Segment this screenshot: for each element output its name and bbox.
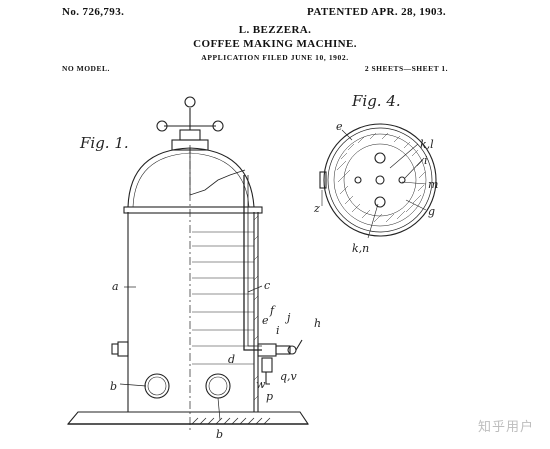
base-hatching	[191, 417, 271, 425]
label-h: h	[314, 317, 321, 330]
label-p: p	[266, 390, 273, 403]
patent-date: PATENTED APR. 28, 1903.	[307, 6, 446, 18]
label-i: i	[276, 324, 280, 337]
fig4-label-g: g	[428, 205, 435, 218]
label-j: j	[284, 311, 291, 324]
fig4-label-m: m	[428, 178, 438, 191]
application-filed: APPLICATION FILED JUNE 10, 1902.	[201, 53, 349, 62]
label-qv: q,v	[280, 370, 298, 383]
label-d: d	[228, 353, 235, 366]
label-f: f	[269, 304, 276, 317]
inventor-name: L. BEZZERA.	[238, 24, 312, 36]
fig4-label-i: i	[424, 154, 428, 167]
fig4-cross-section	[319, 123, 437, 239]
fig1-machine	[66, 96, 310, 430]
fig4-label-kn: k,n	[352, 242, 369, 255]
patent-number: No. 726,793.	[62, 6, 125, 18]
patent-title: COFFEE MAKING MACHINE.	[193, 38, 357, 50]
watermark: 知乎用户	[477, 420, 534, 435]
sheet-count: 2 SHEETS—SHEET 1.	[364, 64, 448, 73]
fig4-label-e: e	[336, 120, 343, 133]
fig1-label: Fig. 1.	[79, 134, 129, 152]
label-e: e	[262, 314, 269, 327]
label-w: w	[256, 378, 266, 391]
fig4-label: Fig. 4.	[351, 92, 401, 110]
label-c: c	[264, 279, 270, 292]
label-a: a	[112, 280, 119, 293]
label-b-left: b	[110, 380, 117, 393]
model-note: NO MODEL.	[62, 64, 110, 73]
label-b-bottom: b	[216, 428, 223, 441]
fig4-label-z: z	[313, 202, 320, 215]
water-lines	[192, 231, 254, 365]
fig4-label-kl: k,l	[420, 138, 434, 151]
